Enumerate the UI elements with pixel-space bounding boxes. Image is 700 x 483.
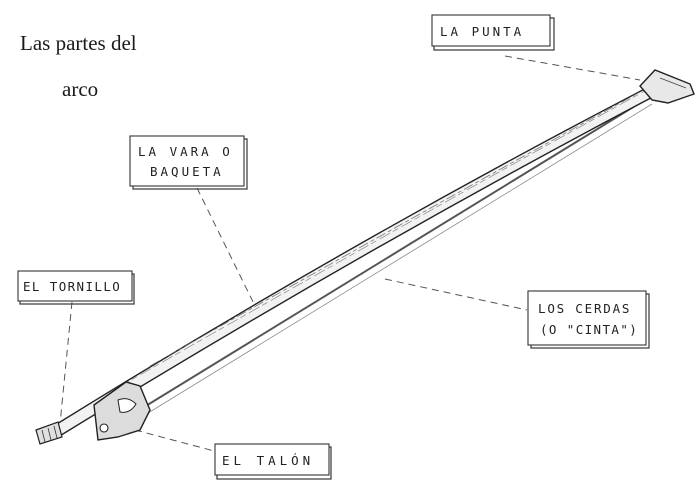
label-tornillo: EL TORNILLO bbox=[18, 271, 134, 304]
label-cerdas-text-1: LOS CERDAS bbox=[538, 301, 631, 316]
label-talon-text: EL TALÓN bbox=[222, 453, 314, 468]
label-tornillo-text: EL TORNILLO bbox=[23, 279, 121, 294]
leader-tornillo bbox=[60, 302, 72, 424]
label-cerdas-text-2: (O "CINTA") bbox=[540, 322, 638, 337]
label-vara-text-2: BAQUETA bbox=[150, 164, 224, 179]
label-punta-text: LA PUNTA bbox=[440, 24, 524, 39]
label-talon: EL TALÓN bbox=[215, 444, 331, 479]
leader-cerdas bbox=[385, 279, 527, 310]
bow-stick bbox=[52, 80, 666, 437]
label-cerdas: LOS CERDAS (O "CINTA") bbox=[528, 291, 649, 348]
bow bbox=[36, 70, 694, 444]
leader-punta bbox=[505, 56, 640, 80]
leader-vara bbox=[197, 188, 258, 312]
label-vara: LA VARA O BAQUETA bbox=[130, 136, 247, 189]
leader-talon bbox=[135, 430, 218, 452]
label-vara-text-1: LA VARA O bbox=[138, 144, 233, 159]
label-punta: LA PUNTA bbox=[432, 15, 554, 50]
